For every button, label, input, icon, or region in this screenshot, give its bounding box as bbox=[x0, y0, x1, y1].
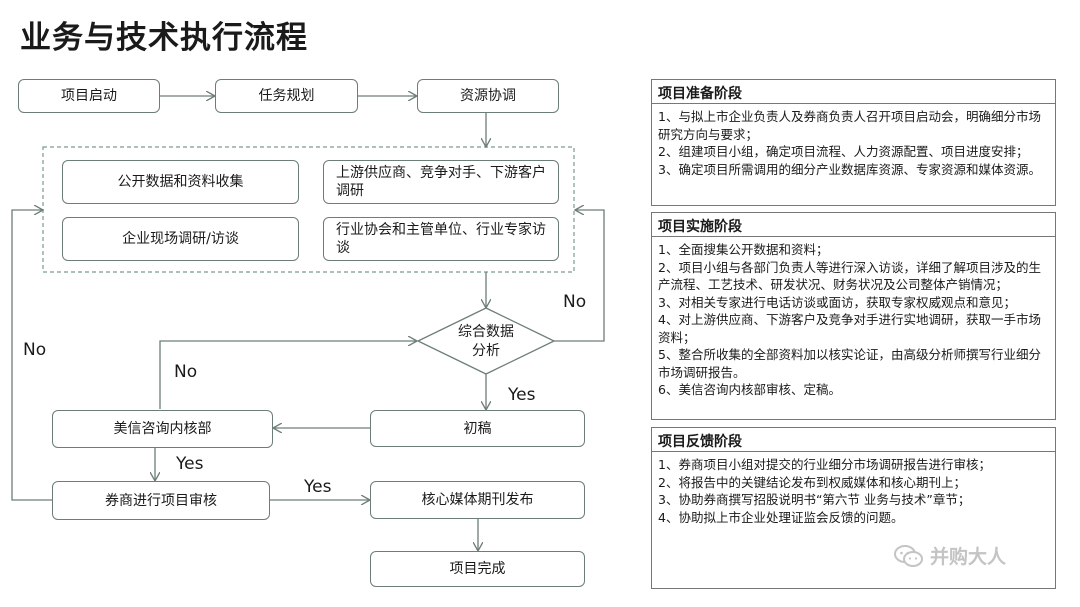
label-yes-broker: Yes bbox=[304, 477, 332, 497]
page-title: 业务与技术执行流程 bbox=[20, 20, 308, 56]
node-association-interview: 行业协会和主管单位、行业专家访谈 bbox=[323, 217, 559, 261]
arrow-broker-no bbox=[11, 210, 52, 501]
node-draft: 初稿 bbox=[370, 410, 585, 447]
label-no-middle: No bbox=[174, 362, 198, 382]
label-no-left: No bbox=[23, 340, 47, 360]
node-project-start: 项目启动 bbox=[18, 79, 160, 113]
node-broker-review: 券商进行项目审核 bbox=[52, 481, 270, 520]
label-yes-decision: Yes bbox=[508, 385, 536, 405]
list-item: 3、对相关专家进行电话访谈或面访，获取专家权威观点和意见； bbox=[658, 294, 1016, 310]
list-item: 4、对上游供应商、下游客户及竞争对手进行实地调研，获取一手市场资料； bbox=[658, 312, 1041, 345]
list-item: 5、整合所收集的全部资料加以核实论证，由高级分析师撰写行业细分市场调研报告。 bbox=[658, 347, 1041, 380]
node-supplier-research: 上游供应商、竞争对手、下游客户调研 bbox=[323, 160, 559, 204]
list-item: 1、券商项目小组对提交的行业细分市场调研报告进行审核； bbox=[658, 457, 991, 472]
list-item: 2、将报告中的关键结论发布到权威媒体和核心期刊上； bbox=[658, 474, 966, 490]
node-media-publish: 核心媒体期刊发布 bbox=[370, 481, 585, 519]
decision-label: 综合数据分析 bbox=[458, 324, 514, 359]
arrow-review-no bbox=[159, 341, 416, 409]
watermark: 并购大人 bbox=[894, 542, 1006, 569]
list-item: 1、与拟上市企业负责人及券商负责人召开项目启动会，明确细分市场研究方向与要求； bbox=[658, 109, 1041, 142]
panel-feedback: 项目反馈阶段 1、券商项目小组对提交的行业细分市场调研报告进行审核； 2、将报告… bbox=[651, 427, 1056, 589]
node-resource-coordination: 资源协调 bbox=[417, 79, 559, 113]
panel-preparation: 项目准备阶段 1、与拟上市企业负责人及券商负责人召开项目启动会，明确细分市场研究… bbox=[651, 79, 1056, 206]
node-task-planning: 任务规划 bbox=[215, 79, 358, 113]
node-onsite-interview: 企业现场调研/访谈 bbox=[62, 217, 299, 261]
panel-feedback-title: 项目反馈阶段 bbox=[652, 428, 1055, 452]
arrow-decision-no-right bbox=[554, 210, 605, 342]
panel-implementation: 项目实施阶段 1、全面搜集公开数据和资料； 2、项目小组与各部门负责人等进行深入… bbox=[651, 212, 1056, 420]
wechat-icon bbox=[894, 544, 923, 567]
list-item: 4、协助拟上市企业处理证监会反馈的问题。 bbox=[658, 509, 904, 525]
panel-implementation-title: 项目实施阶段 bbox=[652, 213, 1055, 237]
list-item: 3、协助券商撰写招股说明书“第六节 业务与技术”章节； bbox=[658, 492, 971, 507]
label-no-right: No bbox=[563, 292, 587, 312]
list-item: 2、项目小组与各部门负责人等进行深入访谈，详细了解项目涉及的生产流程、工艺技术、… bbox=[658, 259, 1041, 293]
list-item: 6、美信咨询内核部审核、定稿。 bbox=[658, 382, 841, 397]
list-item: 2、组建项目小组，确定项目流程、人力资源配置、项目进度安排； bbox=[658, 144, 1029, 159]
flowchart-connectors bbox=[11, 0, 605, 607]
list-item: 1、全面搜集公开数据和资料； bbox=[658, 242, 829, 257]
label-yes-internal: Yes bbox=[176, 454, 204, 474]
watermark-text: 并购大人 bbox=[930, 546, 1007, 568]
node-public-data: 公开数据和资料收集 bbox=[62, 160, 299, 204]
panel-preparation-title: 项目准备阶段 bbox=[652, 80, 1055, 104]
node-internal-review: 美信咨询内核部 bbox=[52, 410, 273, 448]
list-item: 3、确定项目所需调用的细分产业数据库资源、专家资源和媒体资源。 bbox=[658, 161, 1041, 177]
node-project-complete: 项目完成 bbox=[370, 551, 585, 587]
